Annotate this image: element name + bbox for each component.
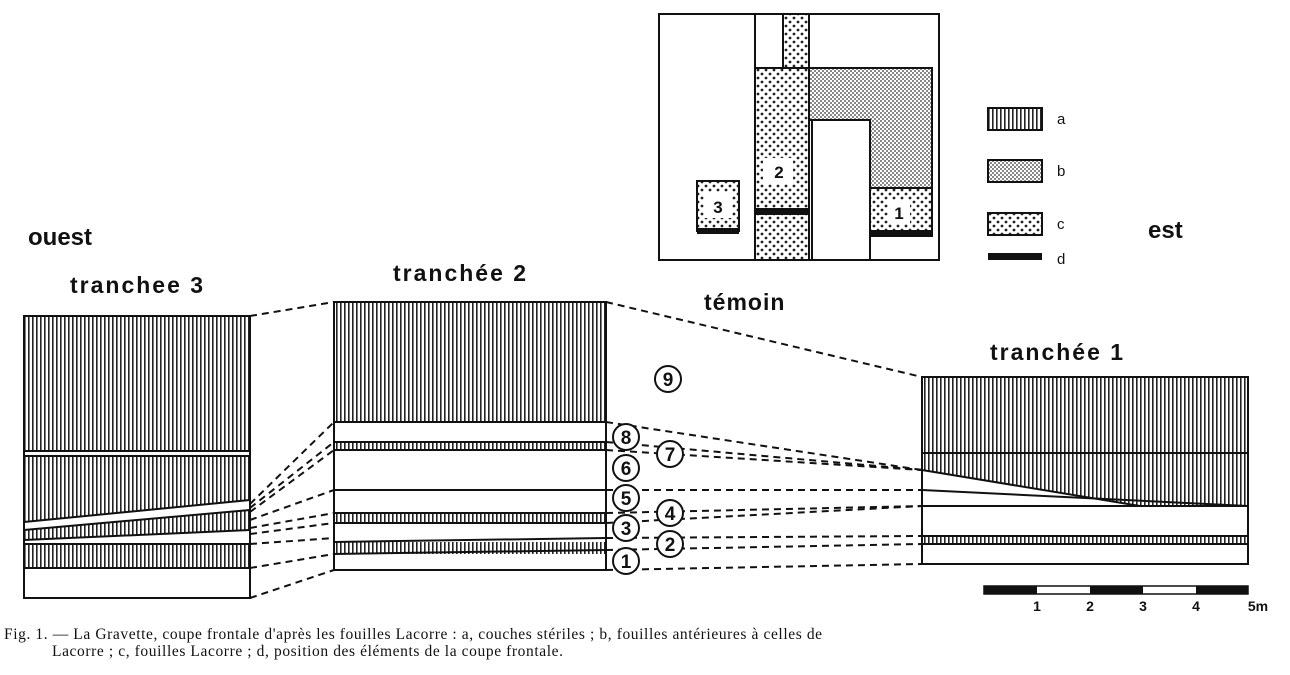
label-east: est (1148, 217, 1183, 244)
legend-swatch-c (987, 212, 1043, 236)
svg-text:7: 7 (665, 445, 676, 466)
label-trench3: tranchee 3 (70, 272, 205, 298)
section-trench2 (333, 301, 607, 571)
plan-number-2: 2 (774, 163, 783, 182)
plan-section-bar-2 (755, 208, 809, 215)
section-trench1 (921, 376, 1249, 565)
legend-swatch-d (988, 253, 1042, 260)
layer-marker-1: 1 (612, 547, 640, 575)
scale-bar: 1 2 3 4 5m (983, 585, 1268, 614)
plan-number-3: 3 (713, 198, 722, 217)
svg-text:6: 6 (621, 459, 632, 480)
svg-text:2: 2 (665, 535, 676, 556)
scale-tick-2: 2 (1086, 598, 1094, 614)
label-trench2: tranchée 2 (393, 260, 528, 286)
legend-label-a: a (1057, 111, 1066, 128)
layer-marker-5: 5 (612, 484, 640, 512)
legend-label-d: d (1057, 251, 1065, 268)
figure-caption: Fig. 1. — La Gravette, coupe frontale d'… (4, 626, 1284, 660)
scale-tick-1: 1 (1033, 598, 1041, 614)
scale-tick-5m: 5m (1248, 598, 1268, 614)
label-west: ouest (28, 224, 92, 251)
plan-section-bar-1 (870, 230, 932, 237)
plan-number-1: 1 (894, 204, 903, 223)
label-witness: témoin (704, 289, 785, 315)
plan-section-bar-3 (697, 228, 739, 234)
label-trench1: tranchée 1 (990, 339, 1125, 365)
svg-text:3: 3 (621, 519, 632, 540)
legend-label-c: c (1057, 216, 1065, 233)
scale-tick-4: 4 (1192, 598, 1200, 614)
layer-marker-4: 4 (656, 499, 684, 527)
svg-text:1: 1 (621, 552, 632, 573)
svg-text:8: 8 (621, 428, 632, 449)
layer-marker-3: 3 (612, 514, 640, 542)
scale-tick-3: 3 (1139, 598, 1147, 614)
caption-line-1: Fig. 1. — La Gravette, coupe frontale d'… (4, 626, 823, 643)
layer-markers: 9 8 7 6 5 4 3 2 (612, 365, 684, 575)
caption-line-2: Lacorre ; c, fouilles Lacorre ; d, posit… (52, 643, 564, 660)
stratigraphic-section-figure: 2 1 3 a b c d ouest est tranchee 3 tranc… (23, 13, 1268, 614)
layer-marker-2: 2 (656, 530, 684, 558)
legend-swatch-b (987, 159, 1043, 183)
layer-marker-7: 7 (656, 440, 684, 468)
section-trench3 (23, 315, 251, 599)
layer-marker-8: 8 (612, 423, 640, 451)
svg-text:9: 9 (663, 370, 674, 391)
layer-marker-6: 6 (612, 454, 640, 482)
layer-marker-9: 9 (654, 365, 682, 393)
svg-text:4: 4 (665, 504, 676, 525)
svg-text:5: 5 (621, 489, 632, 510)
legend: a b c d (987, 107, 1066, 268)
plan-witness-block (811, 119, 871, 261)
plan-trench2-top (782, 13, 810, 69)
legend-label-b: b (1057, 163, 1065, 180)
legend-swatch-a (987, 107, 1043, 131)
